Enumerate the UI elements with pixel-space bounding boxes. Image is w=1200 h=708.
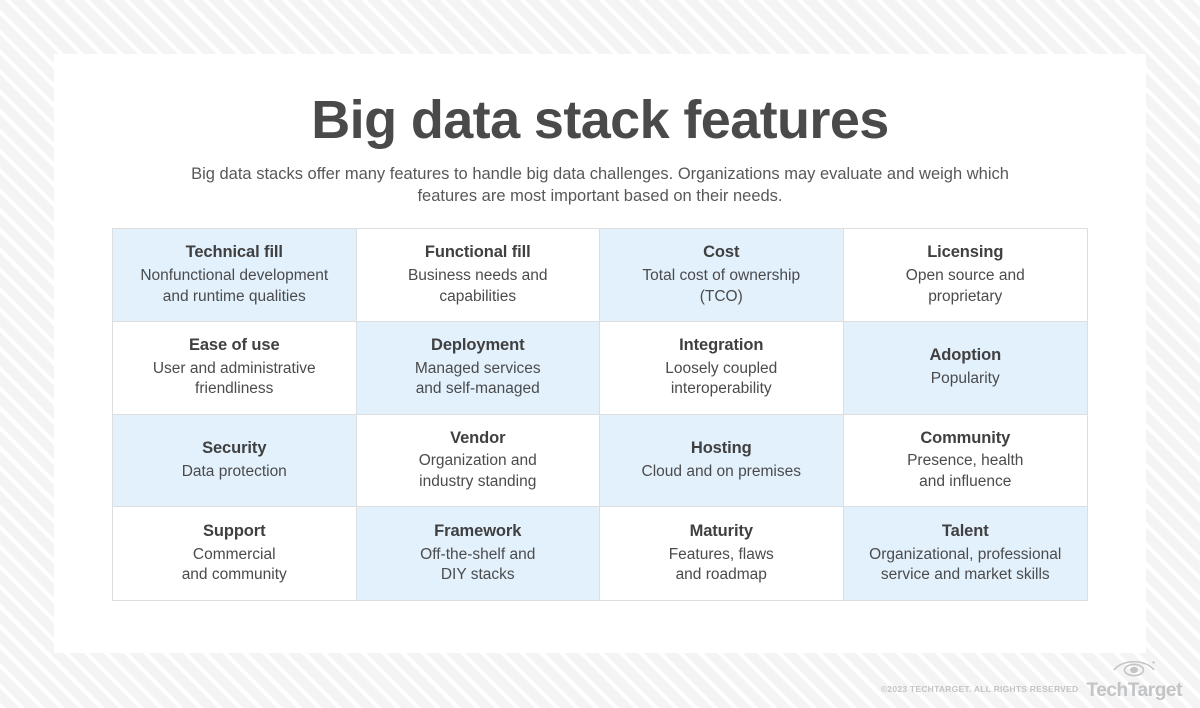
feature-description: Organization and industry standing bbox=[418, 452, 537, 491]
feature-title: Licensing bbox=[927, 243, 1004, 262]
techtarget-wordmark: TechTarget bbox=[1086, 680, 1182, 701]
feature-description: Managed services and self-managed bbox=[414, 359, 541, 398]
feature-title: Security bbox=[202, 439, 267, 458]
techtarget-logo: TechTarget bbox=[1086, 658, 1182, 700]
feature-title: Deployment bbox=[431, 336, 525, 355]
feature-title: Maturity bbox=[689, 522, 753, 541]
feature-title: Framework bbox=[434, 522, 522, 541]
copyright-text: ©2023 TECHTARGET. ALL RIGHTS RESERVED bbox=[880, 684, 1079, 694]
feature-description: Presence, health and influence bbox=[907, 452, 1024, 491]
feature-description: Data protection bbox=[181, 462, 287, 480]
feature-description: Total cost of ownership (TCO) bbox=[642, 266, 801, 305]
feature-description: Nonfunctional development and runtime qu… bbox=[140, 266, 329, 305]
page-subtitle: Big data stacks offer many features to h… bbox=[191, 165, 1009, 205]
feature-description: Commercial and community bbox=[181, 545, 287, 584]
feature-description: Popularity bbox=[930, 370, 1000, 388]
feature-title: Integration bbox=[679, 336, 764, 355]
feature-title: Functional fill bbox=[424, 243, 531, 262]
footer: ©2023 TECHTARGET. ALL RIGHTS RESERVED Te… bbox=[881, 658, 1182, 700]
feature-title: Support bbox=[202, 522, 266, 541]
feature-title: Ease of use bbox=[188, 336, 280, 355]
feature-title: Talent bbox=[941, 522, 989, 541]
feature-title: Cost bbox=[703, 243, 740, 262]
feature-title: Adoption bbox=[929, 346, 1002, 365]
feature-description: Organizational, professional service and… bbox=[869, 545, 1062, 584]
eye-icon bbox=[1112, 658, 1156, 682]
feature-description: Open source and proprietary bbox=[905, 266, 1025, 305]
feature-description: User and administrative friendliness bbox=[152, 359, 316, 398]
feature-description: Features, flaws and roadmap bbox=[668, 545, 774, 584]
feature-title: Vendor bbox=[450, 428, 506, 447]
feature-description: Loosely coupled interoperability bbox=[665, 359, 778, 398]
infographic-card: Big data stack features Big data stacks … bbox=[54, 54, 1146, 653]
page-title: Big data stack features bbox=[311, 90, 889, 150]
feature-description: Cloud and on premises bbox=[641, 462, 801, 480]
feature-title: Hosting bbox=[690, 439, 752, 458]
feature-description: Business needs and capabilities bbox=[407, 266, 548, 305]
feature-description: Off-the-shelf and DIY stacks bbox=[420, 545, 536, 584]
feature-title: Community bbox=[920, 428, 1011, 447]
feature-title: Technical fill bbox=[185, 243, 283, 262]
